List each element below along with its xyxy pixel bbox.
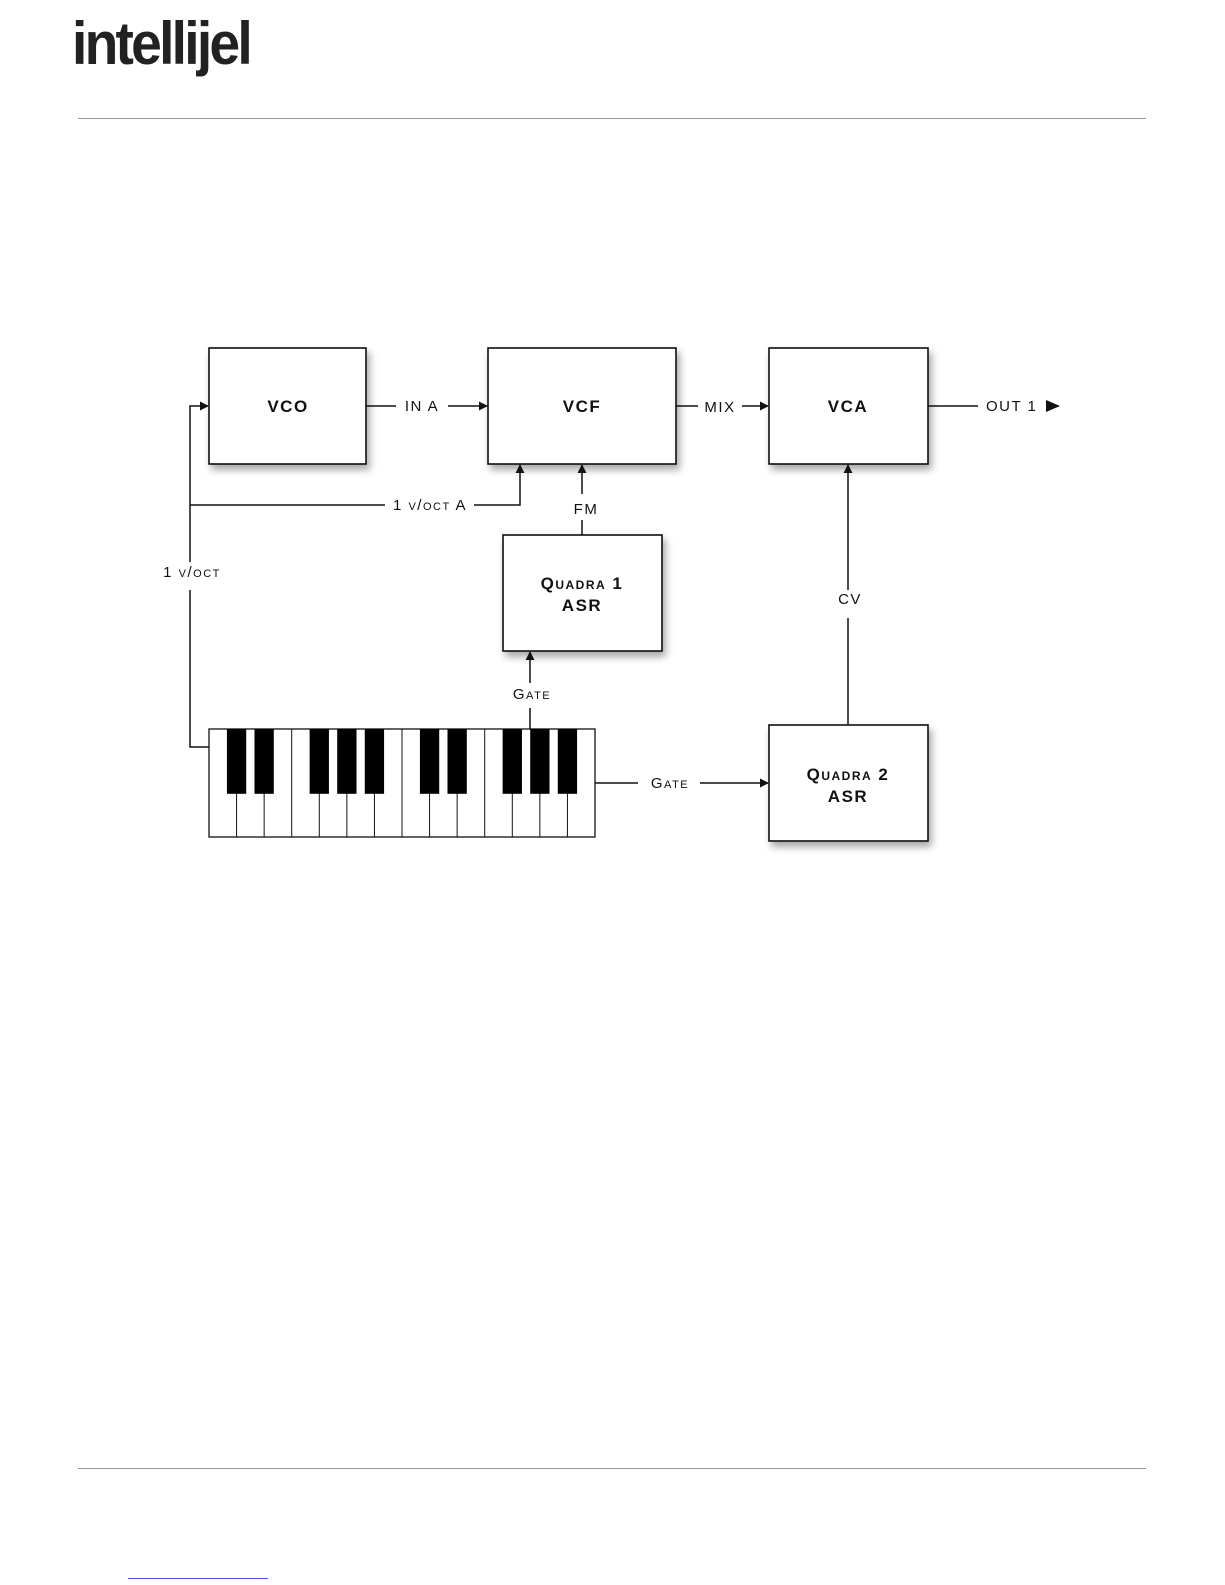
quadra1-label-line1: Quadra 1 [541, 574, 624, 593]
voct-arrow-vco [190, 406, 208, 562]
vco-label: VCO [267, 397, 308, 416]
mix-label: MIX [704, 399, 735, 416]
voct-line-lower [190, 590, 209, 747]
footer-link-underline [128, 1578, 268, 1579]
black-key [227, 729, 246, 794]
out1-arrowhead [1046, 400, 1060, 412]
black-key [365, 729, 384, 794]
black-key [310, 729, 329, 794]
black-key [254, 729, 273, 794]
quadra2-label-line2: ASR [828, 787, 868, 806]
quadra2-label-line1: Quadra 2 [807, 765, 890, 784]
cv-label: CV [838, 591, 862, 608]
black-key [337, 729, 356, 794]
quadra1-label-line2: ASR [562, 596, 602, 615]
vcf-label: VCF [563, 397, 602, 416]
voct-a-label: 1 v/oct A [393, 497, 467, 514]
gate-q2-label: Gate [651, 775, 689, 792]
black-key [503, 729, 522, 794]
in-a-label: IN A [405, 398, 439, 415]
footer-divider [78, 1468, 1146, 1469]
out1-label: OUT 1 [986, 398, 1037, 415]
black-key [447, 729, 466, 794]
quadra1-module [503, 535, 662, 651]
black-key [420, 729, 439, 794]
voct-a-arrow [474, 465, 520, 505]
keyboard [209, 729, 595, 837]
black-key [558, 729, 577, 794]
voct-label: 1 v/oct [163, 564, 221, 581]
gate-q1-label: Gate [513, 686, 551, 703]
fm-label: FM [574, 501, 599, 518]
vca-label: VCA [828, 397, 868, 416]
black-key [530, 729, 549, 794]
